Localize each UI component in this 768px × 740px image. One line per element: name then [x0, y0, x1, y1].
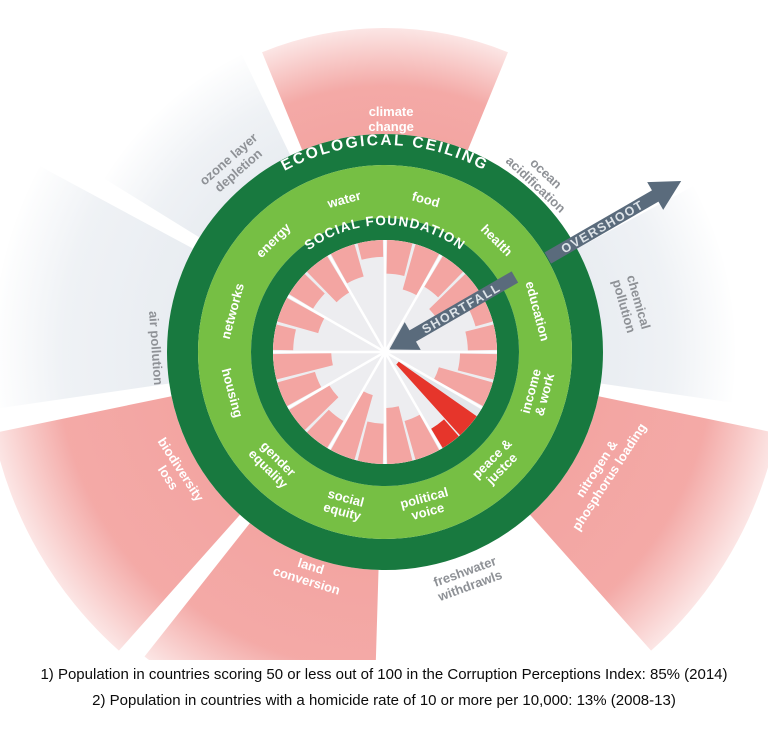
social-wedge-housing-bar1	[277, 371, 322, 407]
social-wedge-energy-bar2	[306, 256, 350, 303]
social-wedge-education-bar2	[465, 324, 497, 351]
ring-ecological-ceiling	[167, 134, 603, 570]
footnote-1: 1) Population in countries scoring 50 or…	[40, 666, 728, 683]
social-wedge-water-bar1	[330, 244, 364, 284]
segment-divider	[383, 254, 443, 353]
social-wedge-health-bar1	[424, 256, 464, 298]
eco-wedge-climate-change	[262, 28, 508, 151]
eco-label-air-pollution: air pollution	[146, 310, 166, 385]
social-wedge-networks-bar1	[273, 324, 296, 351]
social-wedge-food-bar2	[402, 244, 440, 296]
social-label-food: food	[410, 188, 441, 210]
segment-divider	[287, 294, 386, 354]
social-wedge-social-equity-bar2	[330, 391, 373, 460]
eco-wedge-ozone-layer	[104, 54, 291, 238]
social-wedge-housing-bar2	[273, 353, 333, 380]
social-wedge-health-bar2	[429, 273, 481, 321]
social-wedge-gender-equality-bar2	[289, 385, 339, 431]
social-wedge-energy-bar1	[289, 273, 325, 309]
ring-social-labels	[198, 165, 572, 539]
social-wedge-social-equity-bar1	[357, 421, 384, 464]
eco-wedge-nitrogen-phosphorus	[530, 396, 768, 651]
ring-social-foundation	[251, 218, 519, 486]
footnotes: 1) Population in countries scoring 50 or…	[0, 662, 768, 714]
social-wedge-peace-justice-bar1	[396, 361, 477, 436]
social-wedge-income-work-bar1	[457, 353, 497, 380]
social-wedge-gender-equality-bar1	[306, 409, 344, 448]
eco-wedge-chemical-pollution	[576, 186, 736, 403]
social-wedge-income-work-bar2	[434, 367, 493, 407]
social-wedge-networks-bar2	[277, 297, 325, 334]
social-wedge-water-bar2	[357, 240, 384, 260]
social-wedge-peace-justice-bar2	[431, 419, 459, 449]
segment-divider	[383, 351, 443, 450]
segment-divider	[327, 254, 387, 353]
eco-wedge-land-conversion	[144, 523, 379, 660]
segment-divider	[287, 350, 386, 410]
segment-divider	[384, 350, 483, 410]
eco-wedge-air-pollution	[0, 166, 194, 409]
footnote-2: 2) Population in countries with a homici…	[92, 692, 676, 709]
social-wedge-political-voice-bar2	[386, 406, 413, 464]
segment-divider	[327, 351, 387, 450]
social-wedge-food-bar1	[386, 240, 413, 276]
social-wedge-political-voice-bar1	[404, 414, 440, 460]
eco-wedge-biodiversity-loss	[0, 396, 240, 651]
